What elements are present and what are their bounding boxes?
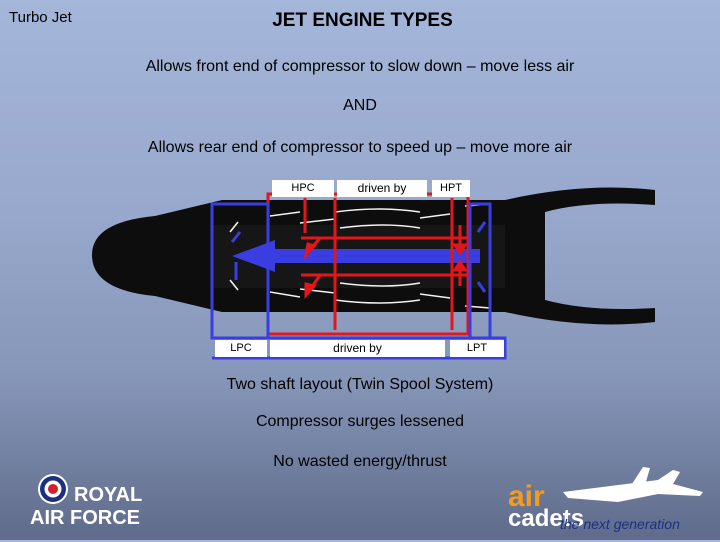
aircraft-icon: air cadets the next generation <box>508 467 703 532</box>
text-no-waste: No wasted energy/thrust <box>273 453 447 470</box>
text-surges: Compressor surges lessened <box>255 413 465 430</box>
label-lpt: LPT <box>450 340 504 357</box>
section-label: Turbo Jet <box>9 9 72 26</box>
lp-shaft <box>270 249 480 263</box>
air-cadets-logo: air cadets the next generation <box>508 462 713 542</box>
raf-line1: ROYAL <box>74 484 142 506</box>
label-hpt: HPT <box>432 180 470 197</box>
text-rear-compressor: Allows rear end of compressor to speed u… <box>147 139 573 156</box>
raf-line2: AIR FORCE <box>30 507 140 527</box>
raf-logo: ROYAL AIR FORCE <box>30 472 145 532</box>
label-driven-by-bottom: driven by <box>270 340 445 357</box>
lp-shaft-arrowhead <box>232 240 275 272</box>
hp-arrows <box>303 225 468 299</box>
label-lpc: LPC <box>215 340 267 357</box>
ac-word1: air <box>508 480 545 513</box>
label-driven-by-top: driven by <box>337 180 427 197</box>
text-front-compressor: Allows front end of compressor to slow d… <box>145 58 575 75</box>
lp-spool <box>210 202 507 360</box>
lp-arrows <box>230 221 487 293</box>
label-hpc: HPC <box>272 180 334 197</box>
slide-title: JET ENGINE TYPES <box>272 10 453 31</box>
text-and: AND <box>343 97 377 114</box>
ac-word2: cadets <box>508 505 584 532</box>
raf-roundel-icon: ROYAL AIR FORCE <box>30 474 142 529</box>
ac-tagline: the next generation <box>560 516 680 532</box>
text-two-shaft: Two shaft layout (Twin Spool System) <box>226 376 494 393</box>
